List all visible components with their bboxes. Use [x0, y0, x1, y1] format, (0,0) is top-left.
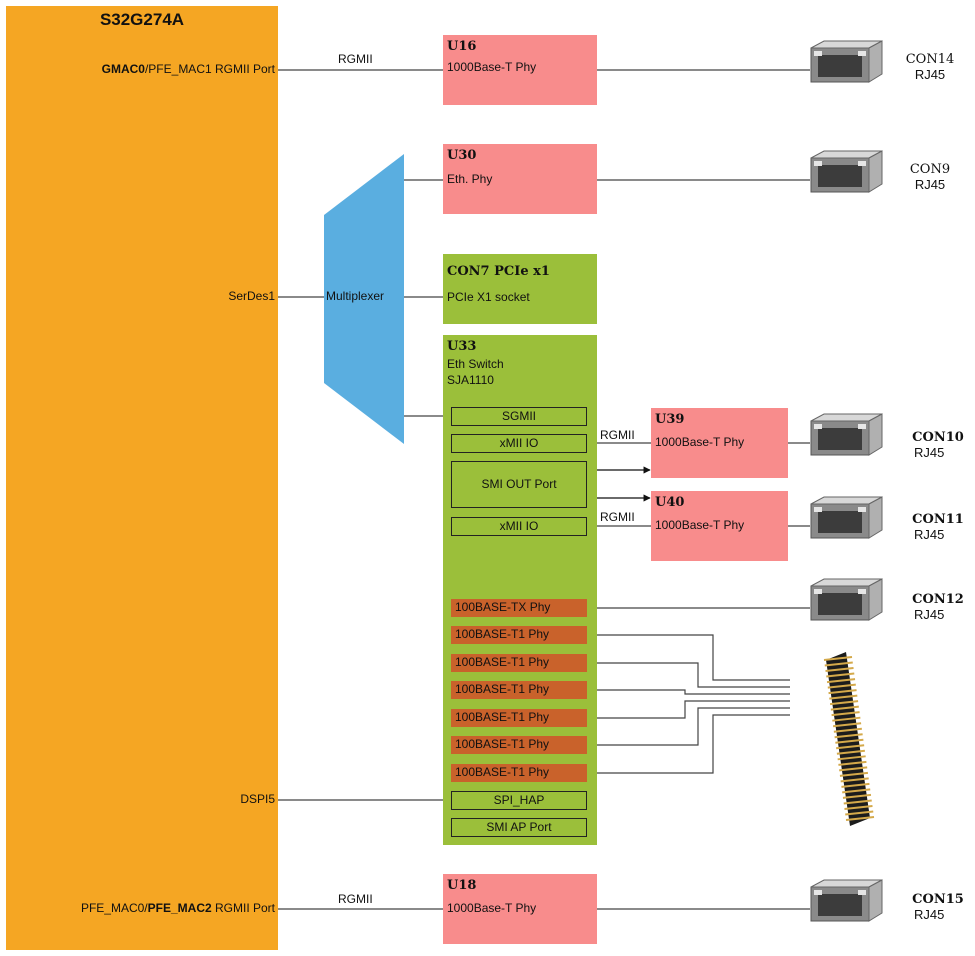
phy-100base-tx: 100BASE-TX Phy	[451, 599, 587, 617]
u16-desc: 1000Base-T Phy	[447, 60, 537, 74]
multiplexer-shape	[324, 154, 404, 444]
u18-phy-chip: U18 1000Base-T Phy	[443, 874, 597, 944]
pin-header-icon	[823, 652, 875, 826]
u39-id: U39	[655, 412, 685, 427]
rj45-con9-icon	[810, 150, 883, 193]
rj45-con10-icon	[810, 413, 883, 456]
rj45-con11-icon	[810, 496, 883, 539]
pfe-port-label: PFE_MAC0/PFE_MAC2 RGMII Port	[80, 901, 275, 915]
u16-id: U16	[447, 39, 477, 54]
u30-id: U30	[447, 148, 477, 163]
u30-desc: Eth. Phy	[447, 172, 493, 186]
phy-100base-t1-6: 100BASE-T1 Phy	[451, 764, 587, 782]
gmac0-port-label: GMAC0/PFE_MAC1 RGMII Port	[101, 62, 275, 76]
rgmii-label-u40: RGMII	[600, 510, 635, 524]
u33-id: U33	[447, 339, 477, 354]
rj45-con14-icon	[810, 40, 883, 83]
u40-desc: 1000Base-T Phy	[655, 518, 745, 532]
phy-100base-t1-2: 100BASE-T1 Phy	[451, 654, 587, 672]
u40-phy-chip: U40 1000Base-T Phy	[651, 491, 788, 561]
rgmii-label-u39: RGMII	[600, 428, 635, 442]
xmii-io-block-1: xMII IO	[451, 434, 587, 453]
smi-out-port-block: SMI OUT Port	[451, 461, 587, 508]
con7-id: CON7 PCIe x1	[447, 264, 550, 279]
rj45-con15-icon	[810, 879, 883, 922]
dspi-port-label: DSPI5	[240, 792, 275, 806]
rgmii-label-bottom: RGMII	[338, 892, 373, 906]
serdes-port-label: SerDes1	[228, 289, 275, 303]
soc-title: S32G274A	[99, 10, 185, 29]
rj45-con12-icon	[810, 578, 883, 621]
phy-100base-t1-5: 100BASE-T1 Phy	[451, 736, 587, 754]
u18-desc: 1000Base-T Phy	[447, 901, 537, 915]
u16-phy-chip: U16 1000Base-T Phy	[443, 35, 597, 105]
spi-hap-block: SPI_HAP	[451, 791, 587, 810]
xmii-io-block-2: xMII IO	[451, 517, 587, 536]
rgmii-label-top: RGMII	[338, 52, 373, 66]
u39-desc: 1000Base-T Phy	[655, 435, 745, 449]
u40-id: U40	[655, 495, 685, 510]
phy-100base-t1-4: 100BASE-T1 Phy	[451, 709, 587, 727]
con7-desc: PCIe X1 socket	[447, 290, 530, 304]
con7-pcie-block: CON7 PCIe x1 PCIe X1 socket	[443, 254, 597, 324]
u33-desc-1: Eth Switch	[447, 357, 504, 371]
soc-block	[6, 6, 278, 950]
sgmii-block: SGMII	[451, 407, 587, 426]
u18-id: U18	[447, 878, 477, 893]
u39-phy-chip: U39 1000Base-T Phy	[651, 408, 788, 478]
multiplexer-label: Multiplexer	[326, 289, 385, 303]
smi-ap-port-block: SMI AP Port	[451, 818, 587, 837]
u33-desc-2: SJA1110	[447, 373, 494, 387]
phy-100base-t1-3: 100BASE-T1 Phy	[451, 681, 587, 699]
u30-phy-chip: U30 Eth. Phy	[443, 144, 597, 214]
phy-100base-t1-1: 100BASE-T1 Phy	[451, 626, 587, 644]
